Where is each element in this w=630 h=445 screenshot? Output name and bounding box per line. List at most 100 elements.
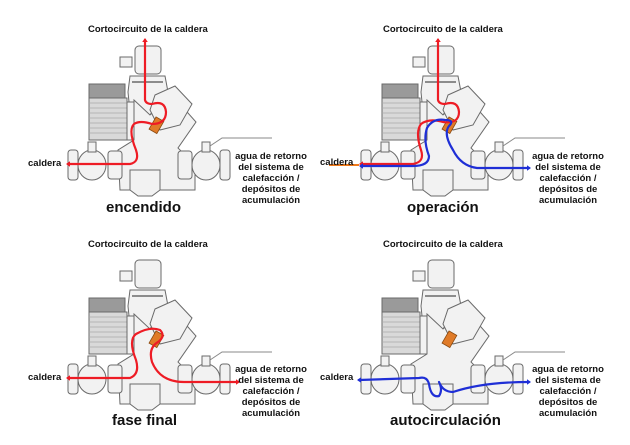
return-label-line: depósitos de <box>241 184 301 195</box>
bypass-label: Cortocircuito de la caldera <box>88 239 208 250</box>
left-valve-stem <box>380 141 390 153</box>
bypass-nut <box>134 259 162 289</box>
bypass-label: Cortocircuito de la caldera <box>383 24 503 35</box>
valve-diagram <box>357 259 565 411</box>
right-ball-valve <box>484 149 514 181</box>
flow-arrowhead <box>142 38 148 42</box>
pump-motor <box>381 97 421 141</box>
flow-arrowhead <box>527 165 531 171</box>
return-label-line: acumulación <box>241 408 301 419</box>
return-label-line: agua de retorno <box>532 364 604 375</box>
check-valve <box>129 383 161 411</box>
valve-diagram <box>329 38 565 197</box>
motor-cap <box>88 83 126 99</box>
thermostatic-cartridge <box>442 85 486 131</box>
bypass-label: Cortocircuito de la caldera <box>88 24 208 35</box>
hot-flow-path <box>66 38 168 166</box>
bypass-label: Cortocircuito de la caldera <box>383 239 503 250</box>
return-label-line: acumulación <box>241 195 301 206</box>
right-union <box>470 364 486 394</box>
valve-diagram <box>66 38 272 197</box>
right-union <box>177 150 193 180</box>
valve-diagram <box>66 259 272 411</box>
right-valve-stem <box>494 355 504 367</box>
right-union <box>177 364 193 394</box>
panel-fase-final: Cortocircuito de la caldera caldera agua… <box>0 222 315 444</box>
motor-cap <box>381 297 419 313</box>
return-label-line: del sistema de <box>238 375 304 386</box>
thermostatic-cartridge <box>149 85 193 131</box>
thermostatic-cartridge <box>149 299 193 345</box>
right-pipe-end <box>219 149 231 181</box>
flow-arrowhead <box>357 377 361 383</box>
right-union <box>470 150 486 180</box>
valve-handle <box>502 137 565 147</box>
air-vent-fitting <box>119 56 133 68</box>
pump-motor <box>88 311 128 355</box>
bypass-nut <box>427 259 455 289</box>
left-valve-stem <box>87 141 97 153</box>
pump-motor <box>88 97 128 141</box>
panel-autocirculacion: Cortocircuito de la caldera caldera agua… <box>315 222 630 444</box>
return-label-line: del sistema de <box>238 162 304 173</box>
return-label-line: agua de retorno <box>532 151 604 162</box>
return-label-line: agua de retorno <box>235 151 307 162</box>
mode-title: autocirculación <box>390 412 501 429</box>
boiler-label: caldera <box>320 157 354 168</box>
valve-handle <box>209 137 272 147</box>
air-vent-fitting <box>119 270 133 282</box>
panel-encendido: Cortocircuito de la caldera caldera agua… <box>0 0 315 222</box>
right-pipe-end <box>512 149 524 181</box>
return-label-line: calefacción / <box>242 386 300 397</box>
boiler-label: caldera <box>28 372 62 383</box>
return-label-line: acumulación <box>538 408 598 419</box>
flow-arrowhead <box>66 161 70 167</box>
check-valve <box>422 169 454 197</box>
check-valve <box>129 169 161 197</box>
right-valve-stem <box>201 355 211 367</box>
hot-flow-path <box>359 38 461 166</box>
valve-handle <box>209 351 272 361</box>
bypass-nut <box>134 45 162 75</box>
return-label-line: calefacción / <box>242 173 300 184</box>
right-valve-stem <box>494 141 504 153</box>
return-label-line: depósitos de <box>538 184 598 195</box>
mode-title: operación <box>407 199 479 216</box>
right-pipe-end <box>219 363 231 395</box>
motor-flange <box>419 315 428 355</box>
valve-handle <box>502 351 565 361</box>
return-label-line: depósitos de <box>538 397 598 408</box>
flow-arrowhead <box>359 163 363 169</box>
cold-flow-path <box>359 118 531 170</box>
motor-cap <box>381 83 419 99</box>
mode-title: fase final <box>112 412 178 429</box>
return-label-line: calefacción / <box>539 386 597 397</box>
right-ball-valve <box>191 363 221 395</box>
return-label: agua de retorno del sistema de calefacci… <box>228 151 314 206</box>
right-valve-stem <box>201 141 211 153</box>
valve-assembly <box>357 259 565 411</box>
bypass-nut <box>427 45 455 75</box>
return-label: agua de retorno del sistema de calefacci… <box>228 364 314 419</box>
right-ball-valve <box>191 149 221 181</box>
valve-assembly <box>329 38 565 197</box>
air-vent-fitting <box>412 56 426 68</box>
boiler-label: caldera <box>320 372 354 383</box>
left-valve-stem <box>380 355 390 367</box>
return-label-line: acumulación <box>538 195 598 206</box>
thermostat-element <box>441 330 458 349</box>
boiler-label: caldera <box>28 158 62 169</box>
hot-flow-path <box>66 327 240 384</box>
return-label-line: del sistema de <box>535 375 601 386</box>
cold-flow-path <box>357 376 531 398</box>
flow-arrowhead <box>527 379 531 385</box>
flow-arrowhead <box>435 38 441 42</box>
flow-arrowhead <box>66 375 70 381</box>
return-label: agua de retorno del sistema de calefacci… <box>525 151 611 206</box>
mode-title: encendido <box>106 199 182 216</box>
valve-assembly <box>66 259 272 411</box>
air-vent-fitting <box>412 270 426 282</box>
return-label: agua de retorno del sistema de calefacci… <box>525 364 611 419</box>
pump-motor <box>381 311 421 355</box>
return-label-line: del sistema de <box>535 162 601 173</box>
